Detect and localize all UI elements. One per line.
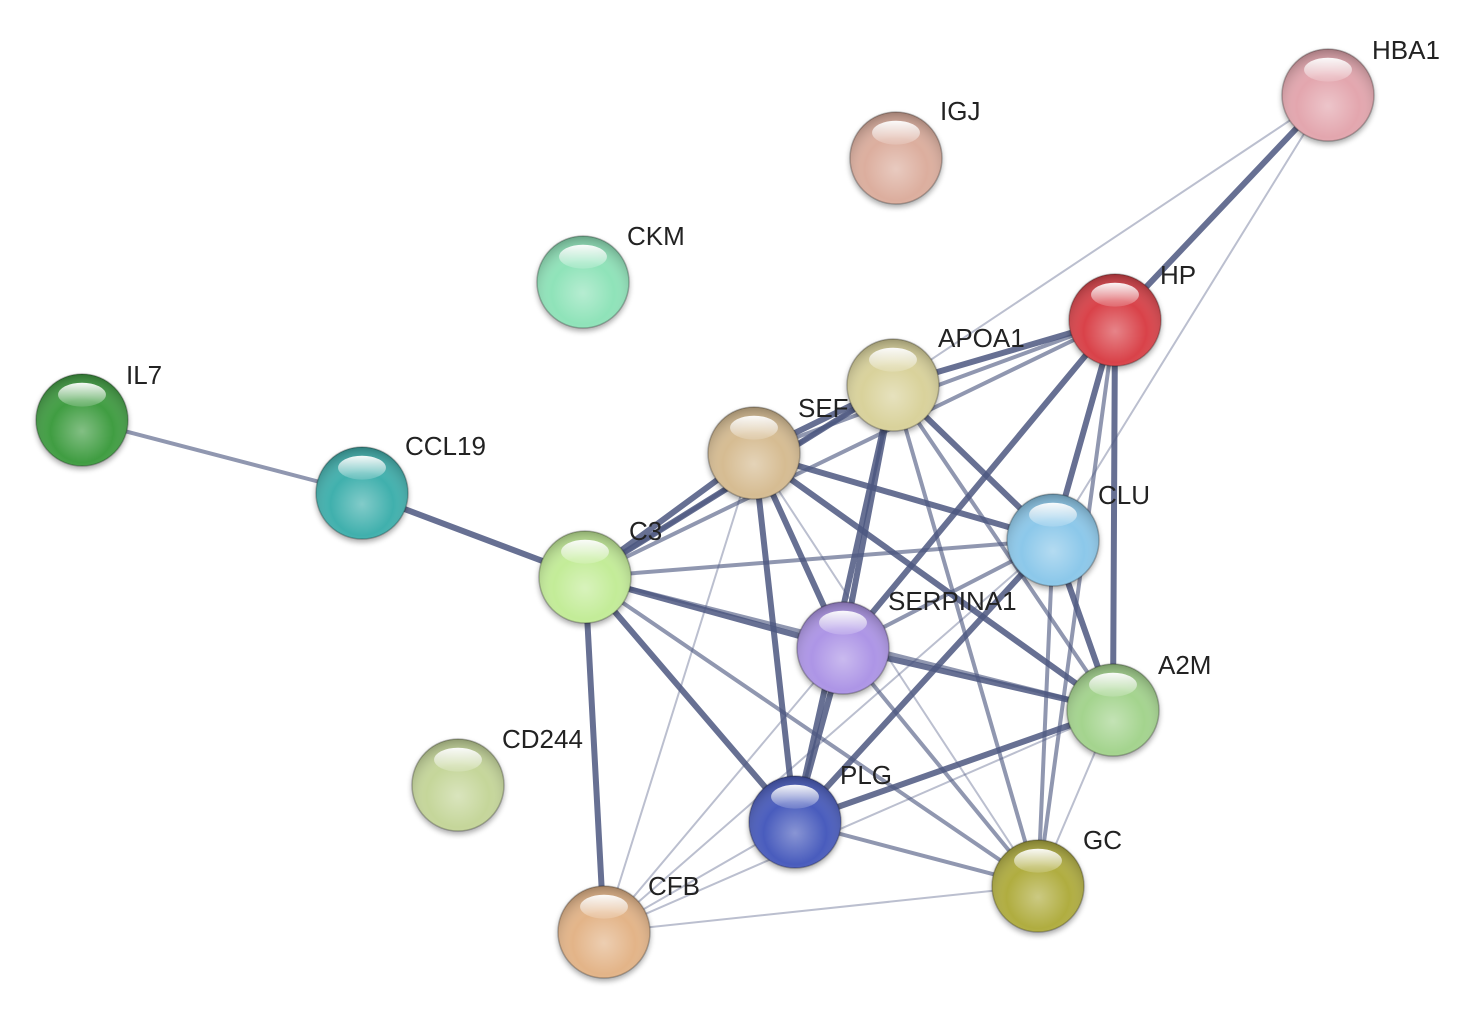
node-highlight <box>730 415 778 440</box>
edge-serpina1-cfb <box>603 647 844 933</box>
edge-il7-ccl19 <box>80 418 364 495</box>
node-highlight <box>1014 848 1062 873</box>
node-il7[interactable]: IL7 <box>35 360 162 467</box>
edge-serpina3-clu <box>751 450 1056 543</box>
node-ccl19[interactable]: CCL19 <box>315 431 486 540</box>
node-highlight <box>561 539 609 564</box>
edge-serpina3-cfb <box>603 452 755 933</box>
node-label: A2M <box>1158 650 1211 680</box>
node-hba1[interactable]: HBA1 <box>1281 35 1440 142</box>
edge-serpina3-plg <box>751 450 798 825</box>
edge-apoa1-a2m <box>891 383 1115 712</box>
edge-serpina1-gc <box>841 646 1040 888</box>
node-gc[interactable]: GC <box>991 825 1122 933</box>
node-highlight <box>559 244 607 269</box>
node-serpina3[interactable]: SEF <box>707 393 849 500</box>
node-a2m[interactable]: A2M <box>1066 650 1211 757</box>
node-clu[interactable]: CLU <box>1006 480 1150 587</box>
node-label: APOA1 <box>938 323 1025 353</box>
node-label: CFB <box>648 871 700 901</box>
node-highlight <box>1091 282 1139 307</box>
node-label: IGJ <box>940 96 980 126</box>
node-igj[interactable]: IGJ <box>849 96 980 205</box>
node-cfb[interactable]: CFB <box>557 871 700 979</box>
node-ckm[interactable]: CKM <box>536 221 685 329</box>
node-label: CLU <box>1098 480 1150 510</box>
edge-c3-clu <box>583 538 1055 579</box>
edge-hp-serpina1 <box>840 317 1118 651</box>
edge-c3-plg <box>582 574 798 825</box>
node-label: CD244 <box>502 724 583 754</box>
edge-a2m-cfb <box>603 709 1114 933</box>
edge-hba1-apoa1 <box>892 94 1329 386</box>
node-label: HP <box>1160 260 1196 290</box>
edge-serpina3-gc <box>753 452 1039 887</box>
edge-clu-plg <box>792 537 1056 825</box>
node-highlight <box>819 610 867 635</box>
edge-hp-c3 <box>583 318 1117 579</box>
node-highlight <box>872 120 920 145</box>
edge-a2m-plg <box>792 707 1116 825</box>
node-highlight <box>1304 57 1352 82</box>
node-cd244[interactable]: CD244 <box>411 724 583 832</box>
edge-cfb-clu <box>603 539 1054 933</box>
node-c3[interactable]: C3 <box>538 516 662 624</box>
edge-hba1-clu <box>1052 94 1329 541</box>
node-label: HBA1 <box>1372 35 1440 65</box>
node-serpina1[interactable]: SERPINA1 <box>796 586 1017 695</box>
edge-gc-cfb <box>603 885 1039 933</box>
node-label: SEF <box>798 393 849 423</box>
node-label: C3 <box>629 516 662 546</box>
node-highlight <box>1089 672 1137 697</box>
node-label: SERPINA1 <box>888 586 1017 616</box>
node-label: GC <box>1083 825 1122 855</box>
edge-serpina3-a2m <box>751 450 1116 713</box>
node-highlight <box>338 455 386 480</box>
edge-hba1-hp <box>1112 92 1331 323</box>
node-highlight <box>869 347 917 372</box>
node-highlight <box>58 382 106 407</box>
node-highlight <box>1029 502 1077 527</box>
node-label: CKM <box>627 221 685 251</box>
node-label: CCL19 <box>405 431 486 461</box>
node-highlight <box>771 784 819 809</box>
edge-clu-gc <box>1036 538 1055 888</box>
node-apoa1[interactable]: APOA1 <box>846 323 1025 432</box>
node-highlight <box>434 747 482 772</box>
node-label: IL7 <box>126 360 162 390</box>
edge-c3-cfb <box>582 574 607 935</box>
node-plg[interactable]: PLG <box>748 760 892 869</box>
edge-layer <box>80 92 1331 935</box>
edge-c3-gc <box>583 575 1040 888</box>
node-highlight <box>580 894 628 919</box>
edge-hp-a2m <box>1110 317 1118 713</box>
node-label: PLG <box>840 760 892 790</box>
node-hp[interactable]: HP <box>1068 260 1196 367</box>
